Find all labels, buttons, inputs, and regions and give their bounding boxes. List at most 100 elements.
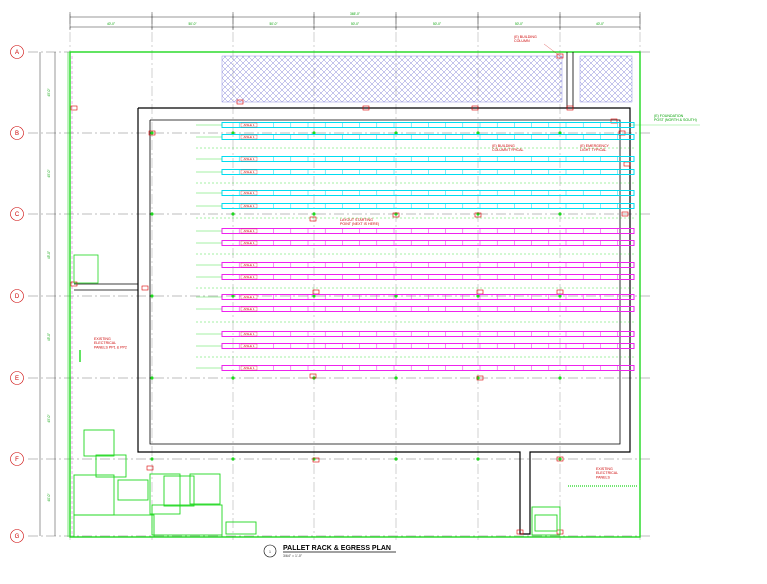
rack-tag-label: AISLE 1 [243, 307, 254, 311]
door-symbol [516, 529, 524, 535]
rack-tag-box [240, 331, 258, 337]
door-symbol [471, 105, 479, 111]
rack-frame [221, 240, 635, 246]
door-symbol [141, 285, 149, 291]
door-symbol [148, 130, 156, 136]
rack-tag-label: AISLE 1 [243, 135, 254, 139]
rack-frame [221, 203, 635, 209]
room [225, 521, 257, 535]
rack-frame [221, 122, 635, 128]
room [95, 454, 127, 478]
note-leader [543, 43, 561, 57]
room [83, 429, 115, 457]
pallet-rack-magenta: AISLE 1 [196, 240, 635, 246]
pallet-racks: AISLE 1 AISLE 1 AISLE 1 AISLE 1 AISLE 1 AISLE… [196, 122, 635, 371]
pallet-rack-magenta: AISLE 1 [196, 294, 635, 300]
building-column-dot [476, 131, 480, 135]
building-column-dot [476, 457, 480, 461]
building-column-dot [558, 457, 562, 461]
column-wall [566, 52, 574, 108]
pallet-rack-magenta: AISLE 1 [196, 306, 635, 312]
top-bay-dim: 50'-0" [351, 22, 359, 26]
rack-tag-box [240, 343, 258, 349]
exterior-wall [69, 51, 641, 538]
rack-frame [221, 262, 635, 268]
egress-wall-inner [149, 119, 621, 445]
door-symbol [146, 465, 154, 471]
pallet-rack-cyan: AISLE 1 [196, 169, 635, 175]
building-column-dot [150, 294, 154, 298]
room [73, 254, 99, 284]
grid-bubble [10, 126, 24, 140]
rack-tag-label: AISLE 1 [243, 332, 254, 336]
grid-row-label: F [15, 457, 19, 463]
rack-tag-box [240, 262, 258, 268]
rack-tag-box [240, 228, 258, 234]
door-symbol [566, 105, 574, 111]
top-bay-dim: 40'-0" [596, 22, 604, 26]
room [117, 479, 149, 501]
door-symbol [70, 105, 78, 111]
door-symbol [474, 212, 482, 218]
pallet-rack-magenta: AISLE 1 [196, 228, 635, 234]
top-bay-dim: 50'-0" [433, 22, 441, 26]
pallet-rack-cyan: AISLE 1 [196, 134, 635, 140]
rack-tag-label: AISLE 1 [243, 295, 254, 299]
storage-hatch-area-east [579, 55, 633, 103]
rack-frame [221, 156, 635, 162]
left-bay-dim: 45'-0" [47, 251, 51, 259]
rack-tag-label: AISLE 1 [243, 344, 254, 348]
pallet-rack-cyan: AISLE 1 [196, 203, 635, 209]
room [163, 475, 195, 507]
grid-row-label: G [15, 534, 20, 540]
pallet-rack-magenta: AISLE 1 [196, 274, 635, 280]
rack-tag-label: AISLE 1 [243, 366, 254, 370]
top-bay-dim: 50'-0" [269, 22, 277, 26]
rack-tag-box [240, 156, 258, 162]
room [531, 506, 561, 536]
grid-bubble [10, 45, 24, 59]
rack-tag-box [240, 294, 258, 300]
building-column-dot [231, 294, 235, 298]
grid-bubble [10, 289, 24, 303]
building-column-dot [231, 131, 235, 135]
rack-tag-label: AISLE 1 [243, 191, 254, 195]
rack-tag-box [240, 122, 258, 128]
door-symbol [309, 216, 317, 222]
building-column-dot [231, 212, 235, 216]
building-column-dot [312, 131, 316, 135]
rack-frame [221, 274, 635, 280]
door-symbol [309, 373, 317, 379]
plan-scale: 3/64" = 1'-0" [283, 554, 303, 558]
rack-tag-box [240, 365, 258, 371]
rack-frame [221, 365, 635, 371]
grid-bubble [10, 207, 24, 221]
building-column-dot [150, 376, 154, 380]
room [534, 514, 558, 532]
grid-row-label: B [15, 131, 19, 137]
building-column-dot [394, 457, 398, 461]
rack-tag-label: AISLE 1 [243, 123, 254, 127]
building-outline [67, 51, 641, 538]
top-bay-dim: 50'-0" [188, 22, 196, 26]
building-column-dot [312, 212, 316, 216]
door-symbol [476, 375, 484, 381]
building-column-dot [558, 376, 562, 380]
door-symbol [362, 105, 370, 111]
pallet-rack-magenta: AISLE 1 [196, 365, 635, 371]
rack-frame [221, 306, 635, 312]
grid-row-label: D [15, 294, 20, 300]
left-bay-dim: 45'-0" [47, 414, 51, 422]
pallet-rack-cyan: AISLE 1 [196, 156, 635, 162]
pallet-rack-cyan: AISLE 1 [196, 122, 635, 128]
door-symbol [312, 457, 320, 463]
building-column-dot [150, 457, 154, 461]
storage-hatch-area [221, 55, 563, 103]
room [151, 504, 223, 536]
grid-bubble [10, 371, 24, 385]
